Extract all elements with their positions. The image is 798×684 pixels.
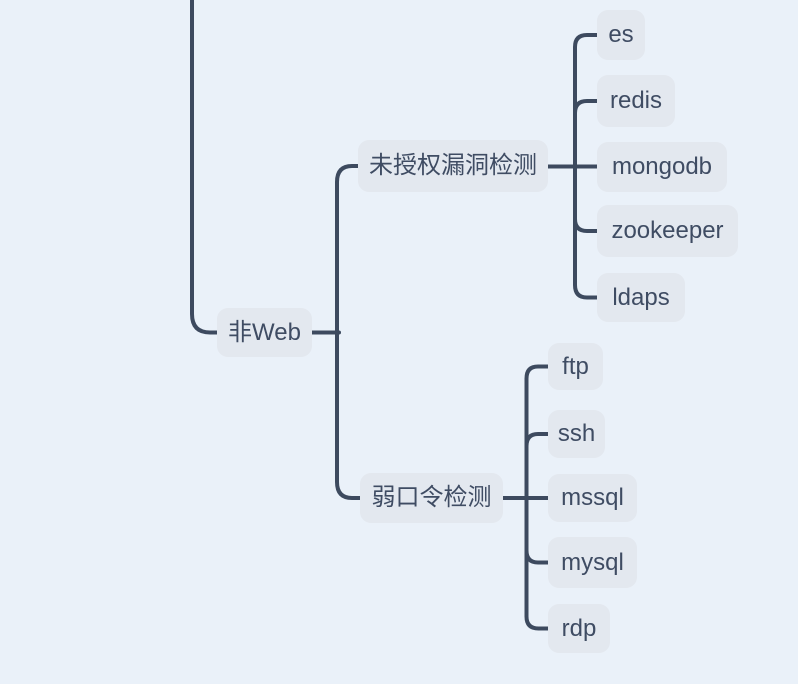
node-mssql[interactable]: mssql: [548, 474, 637, 522]
edge-weakpwd-to-ssh: [524, 432, 550, 448]
node-mongodb[interactable]: mongodb: [597, 142, 727, 192]
edge-weakpwd-children-spine: [524, 364, 550, 631]
node-ssh[interactable]: ssh: [548, 410, 605, 458]
node-redis[interactable]: redis: [597, 75, 675, 127]
edge-unauth-to-zookeeper: [573, 217, 599, 233]
edge-unauth-to-redis: [573, 99, 599, 115]
node-non-web[interactable]: 非Web: [217, 308, 312, 357]
node-weak-password-detection[interactable]: 弱口令检测: [360, 473, 503, 523]
edge-unauth-children-spine: [573, 33, 599, 300]
edge-weakpwd-to-mysql: [524, 548, 550, 565]
node-es[interactable]: es: [597, 10, 645, 60]
node-unauthorized-vuln-detection[interactable]: 未授权漏洞检测: [358, 140, 548, 192]
edge-parent-to-trunk: [190, 0, 219, 335]
node-zookeeper[interactable]: zookeeper: [597, 205, 738, 257]
node-ldaps[interactable]: ldaps: [597, 273, 685, 322]
node-rdp[interactable]: rdp: [548, 604, 610, 653]
node-mysql[interactable]: mysql: [548, 537, 637, 588]
node-ftp[interactable]: ftp: [548, 343, 603, 390]
edge-branch-spine: [335, 164, 362, 500]
